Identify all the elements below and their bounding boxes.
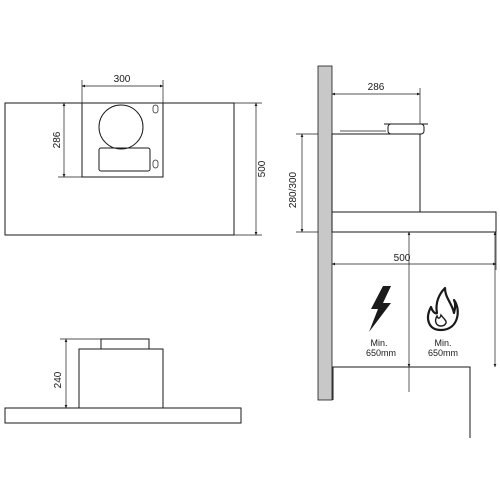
chimney-box-top xyxy=(81,102,164,178)
overall-dim-label: 500 xyxy=(257,160,268,177)
side-view: 286 280/300 500 Min. 650mm Min. 650mm xyxy=(288,65,497,438)
width-dim-label: 300 xyxy=(114,74,131,85)
side-depth-label: 500 xyxy=(394,253,411,264)
height-dim-label: 240 xyxy=(53,371,64,388)
front-view: 240 xyxy=(4,338,242,424)
side-height-label: 280/300 xyxy=(288,171,299,208)
outlet-front xyxy=(100,338,150,350)
gas-clearance-line2: 650mm xyxy=(428,348,458,358)
hood-outline-top xyxy=(4,102,235,236)
wall xyxy=(317,65,333,401)
canopy-front xyxy=(4,407,242,424)
flame-icon xyxy=(427,286,459,332)
depth-dim-label: 286 xyxy=(52,131,63,148)
chimney-body-side xyxy=(331,133,421,213)
top-view: 300 286 500 xyxy=(4,74,268,236)
gas-clearance-line1: Min. xyxy=(434,338,451,348)
body-front xyxy=(78,348,164,409)
canopy-side xyxy=(331,211,497,233)
lightning-bolt-icon xyxy=(369,286,391,332)
motor-circle xyxy=(98,104,144,150)
electric-clearance-line2: 650mm xyxy=(366,348,396,358)
counter-outline xyxy=(332,366,471,438)
mount-slot-top xyxy=(152,104,159,114)
outlet-side xyxy=(387,123,425,135)
filter-panel xyxy=(98,147,151,172)
electric-clearance-line1: Min. xyxy=(370,338,387,348)
duct-dim-label: 286 xyxy=(368,82,385,93)
mount-slot-bottom xyxy=(152,159,159,169)
